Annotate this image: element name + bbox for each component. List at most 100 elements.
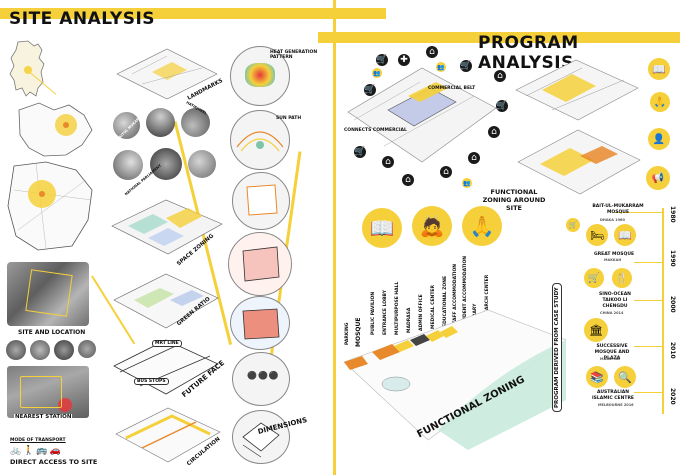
nearest-station-label: NEAREST STATION [14, 414, 73, 420]
prayer-icon-large: 🙇 [412, 206, 452, 246]
heat-generation-label: HEAT GENERATION PATTERN [270, 50, 318, 60]
year-2000: 2000 [669, 296, 676, 313]
megaphone-icon: 📢 [646, 166, 670, 190]
mrt-line-tag: MRT LINE [152, 340, 182, 347]
cart-icon-5: 🛒 [496, 100, 508, 112]
case-1-name: BAIT-UL-MUKARRAM MOSQUE [592, 204, 644, 215]
connects-commercial-label: CONNECTS COMMERCIAL [344, 128, 407, 133]
tick-2000 [634, 300, 662, 301]
teacher-icon: 👤 [648, 128, 670, 150]
year-1990: 1990 [669, 250, 676, 267]
space-zoning-axo [111, 199, 223, 255]
food-icon: 🍴 [612, 268, 632, 288]
year-1980: 1980 [669, 206, 676, 223]
cart-icon-yellow: 🛒 [584, 268, 604, 288]
tick-1990 [634, 262, 662, 263]
station-route [20, 376, 62, 408]
program-title-bar [318, 32, 680, 43]
home-icon-3: ⌂ [382, 156, 394, 168]
home-icon-7: ⌂ [488, 126, 500, 138]
site-and-location-label: SITE AND LOCATION [18, 329, 86, 336]
people-icon-1: 👥 [372, 68, 382, 78]
cart-icon-2: 🛒 [460, 60, 472, 72]
case-1-place: DHAKA 1960 [600, 218, 625, 222]
reading-icon: 📖 [614, 224, 636, 246]
book-icon: 📖 [648, 58, 670, 80]
program-derived-label: PROGRAM DERIVED FROM CASE STUDY [552, 283, 562, 412]
bus-stops-tag: BUS STOPS [134, 378, 169, 385]
circulation-axo [115, 407, 221, 463]
timeline-line [662, 208, 664, 414]
home-icon-5: ⌂ [440, 166, 452, 178]
program-analysis-title: PROGRAM ANALYSIS [478, 33, 579, 73]
landmarks-axo [116, 48, 218, 100]
dimensions-circle [232, 410, 290, 464]
station-photo-2 [30, 340, 50, 360]
home-icon-2: ⌂ [494, 70, 506, 82]
station-photo-1 [6, 340, 26, 360]
site-boundary [25, 269, 73, 317]
green-ratio-axo [113, 273, 219, 329]
tick-2010 [634, 346, 662, 347]
sun-path-label: SUN PATH [276, 116, 302, 121]
year-2020: 2020 [669, 388, 676, 405]
site-plan-circle-2 [228, 232, 292, 296]
transport-icons: 🚲🚶🚌🚗 [10, 446, 63, 456]
praying-hands-icon: 🙏 [650, 92, 670, 112]
station-photo-3 [54, 340, 74, 360]
site-plan-circle-4: ⚫⚫⚫ [232, 352, 290, 406]
functional-zoning-around-site-label: FUNCTIONAL ZONING AROUND SITE [482, 188, 546, 212]
station-photo-4 [78, 340, 96, 358]
case-5-place: MELBOURNE 2016 [598, 403, 634, 407]
case-study-axo-2 [517, 129, 641, 195]
district-map [18, 102, 93, 157]
sun-path-circle [230, 110, 290, 170]
cart-icon: 🛒 [376, 54, 388, 66]
hands-icon-large: 🙏 [462, 206, 502, 246]
home-icon: ⌂ [426, 46, 438, 58]
year-2010: 2010 [669, 342, 676, 359]
people-icon-2: 👥 [436, 62, 446, 72]
case-5-name: AUSTRALIAN ISLAMIC CENTRE [591, 390, 635, 401]
home-icon-6: ⌂ [468, 152, 480, 164]
case-3-place: CHINA 2014 [600, 311, 624, 315]
landmark-photo-1 [113, 112, 140, 139]
functional-zoning-axo [343, 309, 567, 450]
cart-icon-small: 🛒 [566, 218, 580, 232]
city-map [7, 161, 93, 251]
tick-2020 [634, 392, 662, 393]
landmark-photo-6 [188, 150, 216, 178]
cart-icon-4: 🛒 [354, 146, 366, 158]
medical-icon: ✚ [398, 54, 410, 66]
library-icon: 📚 [586, 366, 608, 388]
reading-icon-large: 📖 [362, 208, 402, 248]
landmark-photo-3 [181, 108, 210, 137]
mode-of-transport-label: MODE OF TRANSPORT [10, 438, 66, 443]
country-map [9, 40, 45, 97]
center-divider [333, 0, 336, 475]
heat-generation-circle [230, 46, 290, 106]
site-plan-circle-3 [230, 296, 290, 350]
landmark-photo-4 [113, 150, 143, 180]
bed-icon: 🛏 [586, 224, 608, 246]
plaza-icon: 🏛 [584, 318, 608, 342]
case-4-place: MALAYSIA [600, 357, 620, 361]
case-study-axo-1 [515, 59, 639, 121]
case-2-place: MAKKAH [604, 258, 622, 262]
site-plan-circle-1 [232, 172, 290, 230]
tick-1980 [614, 212, 662, 213]
site-analysis-title: SITE ANALYSIS [9, 9, 156, 29]
functional-zoning-around-site-axo [347, 67, 497, 163]
site-title-bar [0, 8, 386, 19]
case-3-name: SINO-OCEAN TAIKOO LI CHENGDU [599, 292, 631, 309]
direct-access-label: DIRECT ACCESS TO SITE [10, 458, 98, 466]
cart-icon-3: 🛒 [364, 84, 376, 96]
research-icon: 🔍 [614, 366, 636, 388]
people-icon-3: 👥 [462, 178, 472, 188]
case-4-name: SUCCESSIVE MOSQUE AND PLAZA [594, 344, 630, 361]
site-aerial-photo [7, 262, 89, 326]
commercial-belt-label: COMMERCIAL BELT [428, 86, 476, 91]
case-2-name: GREAT MOSQUE [594, 252, 635, 257]
landmark-photo-5 [150, 148, 182, 180]
